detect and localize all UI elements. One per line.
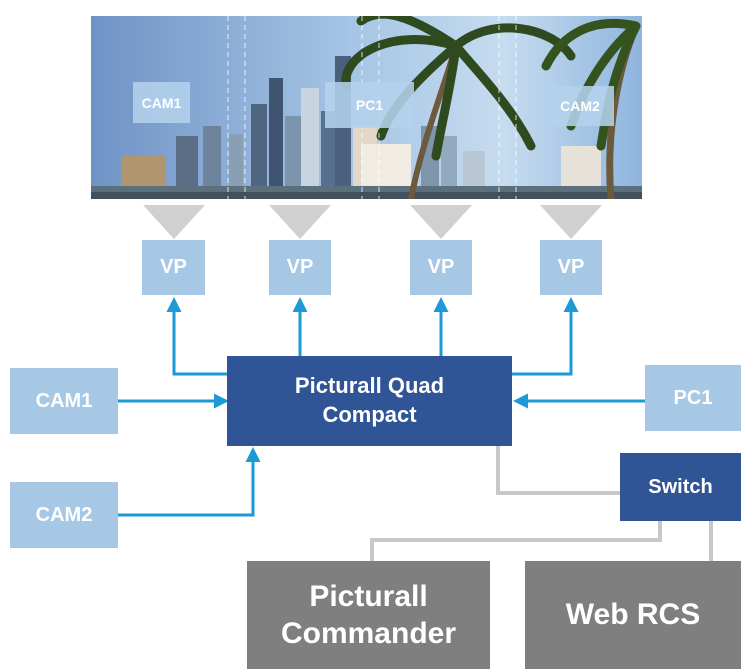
screen-label-cam1: CAM1 bbox=[133, 82, 190, 123]
media-server-name-line1: Picturall Quad bbox=[294, 373, 445, 399]
commander-name-line2: Commander bbox=[280, 617, 457, 650]
projector-3: VP bbox=[410, 240, 472, 295]
projection-beam bbox=[143, 205, 205, 239]
projection-beam bbox=[269, 205, 331, 239]
projection-beam bbox=[410, 205, 472, 239]
source-cam1: CAM1 bbox=[10, 368, 118, 434]
commander-name-line1: Picturall bbox=[309, 579, 428, 613]
projection-screen-photo: CAM1 PC1 CAM2 bbox=[91, 16, 642, 199]
source-cam2: CAM2 bbox=[10, 482, 118, 548]
media-server-name-line2: Compact bbox=[322, 402, 417, 427]
screen-label-pc1: PC1 bbox=[325, 82, 414, 128]
projector-4: VP bbox=[540, 240, 602, 295]
projector-1: VP bbox=[142, 240, 205, 295]
projector-2: VP bbox=[269, 240, 331, 295]
projection-beam bbox=[540, 205, 602, 239]
picturall-commander-box: Picturall Commander bbox=[247, 561, 490, 669]
web-rcs-box: Web RCS bbox=[525, 561, 741, 669]
screen-label-cam2: CAM2 bbox=[546, 86, 614, 126]
network-switch: Switch bbox=[620, 453, 741, 521]
source-pc1: PC1 bbox=[645, 365, 741, 431]
media-server-box: Picturall Quad Compact bbox=[227, 356, 512, 446]
